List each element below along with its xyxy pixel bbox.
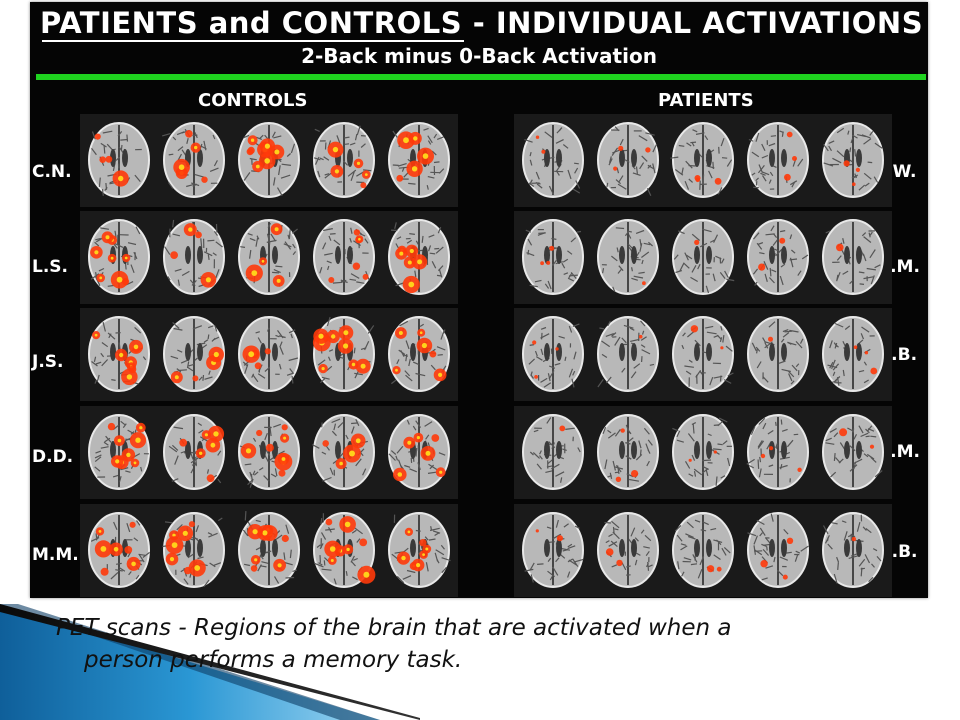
control-brain-slice — [162, 512, 225, 588]
patient-brain-slice — [522, 414, 584, 490]
figure-title: PATIENTS and CONTROLS - INDIVIDUAL ACTIV… — [40, 6, 924, 40]
control-label-4: D.D. — [32, 447, 74, 467]
controls-heading: CONTROLS — [198, 90, 308, 111]
control-brain-slice — [238, 511, 300, 588]
patient-scan-row — [514, 504, 892, 597]
patient-brain-slice — [597, 414, 659, 490]
control-brain-slice — [163, 219, 225, 295]
patient-scan-row — [514, 406, 892, 499]
control-brain-slice — [88, 512, 150, 588]
control-brain-slice — [388, 414, 450, 490]
patient-brain-slice — [822, 414, 884, 490]
patient-brain-slice — [522, 122, 584, 198]
control-brain-slice — [238, 122, 300, 198]
control-scan-row — [80, 114, 458, 207]
patient-brain-slice — [672, 512, 734, 588]
figure-subtitle: 2-Back minus 0-Back Activation — [301, 44, 657, 68]
control-brain-slice — [313, 122, 375, 198]
slide-caption: PET scans - Regions of the brain that ar… — [56, 612, 936, 676]
control-brain-slice — [88, 316, 150, 392]
patient-brain-slice — [522, 219, 584, 295]
control-brain-slice — [88, 219, 150, 295]
control-brain-slice — [88, 122, 150, 198]
patient-brain-slice — [597, 122, 659, 198]
patient-brain-slice — [672, 414, 734, 490]
patient-scan-row — [514, 114, 892, 207]
control-brain-slice — [388, 122, 450, 198]
control-brain-slice — [312, 414, 375, 490]
patient-brain-slice — [747, 316, 809, 392]
patient-brain-slice — [746, 414, 809, 490]
control-brain-slice — [88, 414, 150, 490]
patient-brain-slice — [822, 219, 884, 295]
patient-brain-slice — [822, 122, 884, 198]
control-brain-slice — [238, 219, 300, 295]
brain-activation-figure: PATIENTS and CONTROLS - INDIVIDUAL ACTIV… — [30, 2, 928, 598]
control-label-2: L.S. — [32, 257, 68, 277]
patient-brain-slice — [597, 316, 659, 392]
control-scan-row — [80, 211, 458, 304]
control-brain-slice — [388, 512, 451, 588]
control-label-3: J.S. — [32, 352, 64, 372]
control-label-5: M.M. — [32, 545, 79, 565]
control-scan-row — [80, 308, 458, 401]
patient-brain-slice — [672, 219, 735, 295]
patient-brain-slice — [747, 122, 809, 198]
control-brain-slice — [313, 219, 375, 295]
control-brain-slice — [388, 316, 450, 392]
patients-heading: PATIENTS — [658, 90, 754, 111]
control-brain-slice — [162, 122, 225, 198]
control-label-1: C.N. — [32, 162, 72, 182]
green-divider — [36, 74, 926, 80]
patient-brain-slice — [522, 316, 584, 392]
patient-brain-slice — [822, 316, 884, 392]
patient-brain-slice — [747, 512, 809, 588]
patient-brain-slice — [747, 219, 809, 295]
title-underline — [42, 40, 464, 42]
caption-line-2: person performs a memory task. — [84, 647, 463, 673]
caption-line-1: PET scans - Regions of the brain that ar… — [56, 615, 732, 641]
control-brain-slice — [163, 316, 225, 392]
patient-scan-row — [514, 308, 892, 401]
patient-brain-slice — [822, 512, 884, 588]
control-brain-slice — [312, 316, 375, 392]
patient-brain-slice — [670, 122, 734, 198]
control-brain-slice — [238, 316, 300, 392]
control-brain-slice — [163, 414, 225, 490]
control-scan-row — [80, 504, 458, 597]
control-scan-row — [80, 406, 458, 499]
control-brain-slice — [388, 219, 450, 295]
patient-brain-slice — [597, 219, 659, 295]
patient-scan-row — [514, 211, 892, 304]
patient-brain-slice — [672, 316, 734, 392]
control-brain-slice — [313, 512, 376, 588]
control-brain-slice — [238, 414, 300, 490]
patient-brain-slice — [597, 512, 659, 588]
patient-brain-slice — [522, 512, 584, 588]
